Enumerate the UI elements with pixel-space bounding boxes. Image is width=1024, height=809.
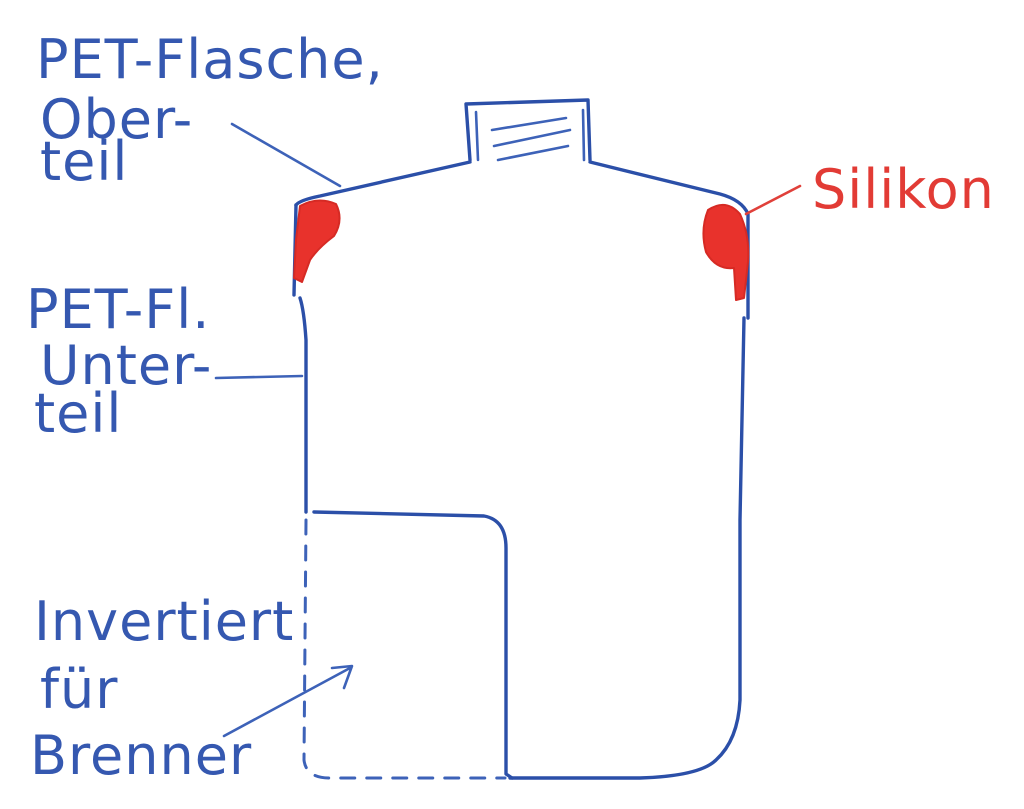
pointer-silicone [744,184,802,216]
silicone-seals [293,199,750,301]
label-bottom-part: PET-Fl. Unter- teil [26,278,212,445]
label-silicone: Silikon [812,158,995,221]
pointer-bottom-part [214,374,304,380]
bottle-lower-part [298,296,746,780]
label-inverted-line-3: Brenner [30,724,252,787]
bottle-upper-part [292,160,750,320]
label-top-part-line-2: Ober- [40,88,193,151]
pointer-top-part [230,122,342,188]
pointer-inverted [222,664,354,738]
label-bottom-part-line-3: teil [34,382,122,445]
silicone-seal-right [702,203,750,301]
label-bottom-part-line-1: PET-Fl. [26,278,210,341]
label-top-part-line-3: teil [40,130,128,193]
pointer-lines [214,122,802,738]
label-inverted: Invertiert für Brenner [30,590,294,787]
inverted-burner [302,510,514,780]
silicone-seal-left [293,199,341,283]
bottle-neck [464,98,592,162]
label-top-part-line-1: PET-Flasche, [36,28,384,91]
label-inverted-line-1: Invertiert [34,590,294,653]
label-top-part: PET-Flasche, Ober- teil [36,28,384,193]
label-inverted-line-2: für [40,658,118,721]
label-bottom-part-line-2: Unter- [40,334,212,397]
